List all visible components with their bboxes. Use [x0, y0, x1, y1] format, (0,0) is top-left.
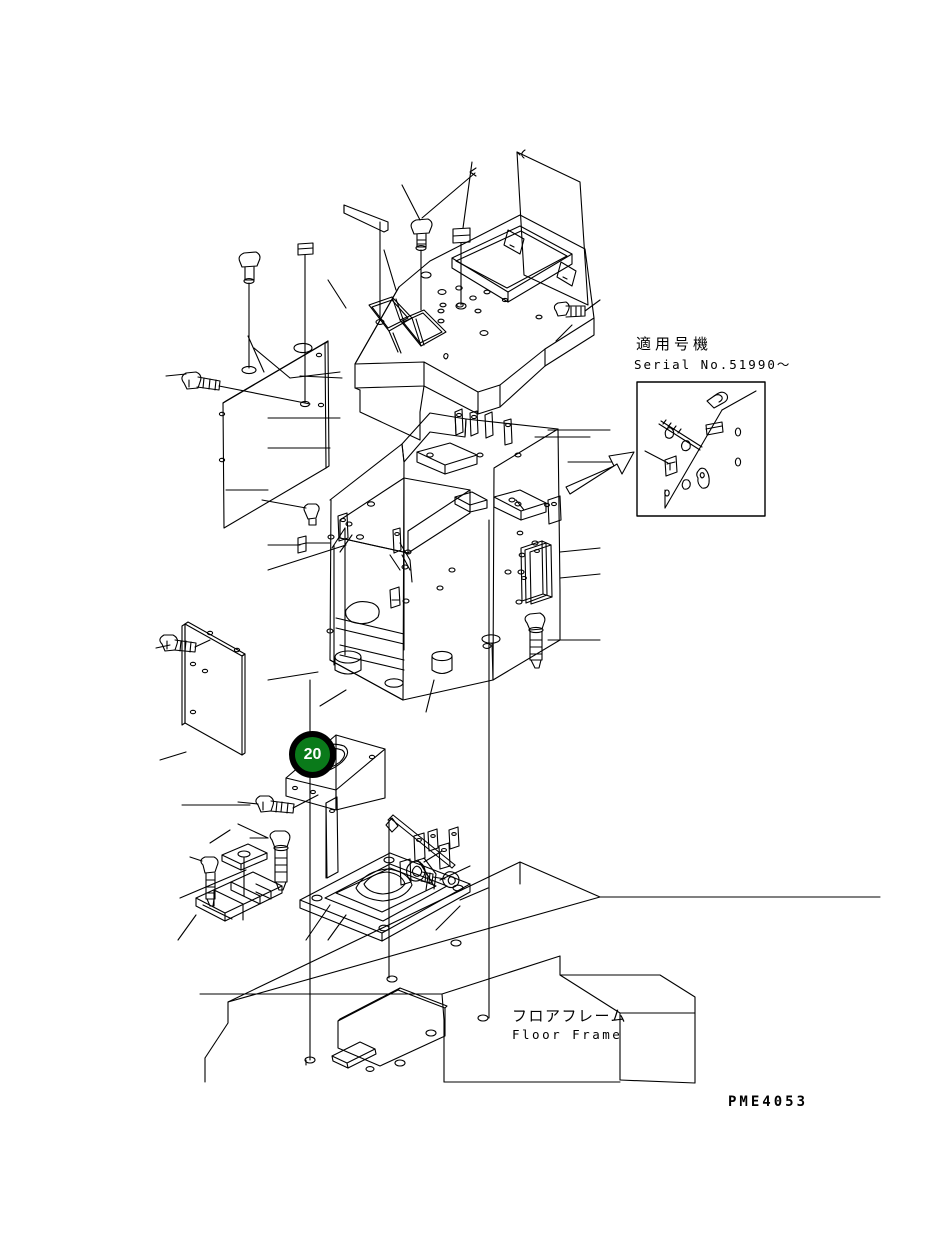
center-base-bolt [237, 823, 291, 891]
right-lower-bolt [524, 612, 546, 669]
serial-note-jp: 適用号機 [636, 335, 713, 353]
console-deck-fasteners [238, 167, 586, 408]
main-box-frame [326, 408, 562, 701]
left-clip-parts [297, 503, 331, 554]
top-console-cover [299, 149, 595, 441]
left-panel-bolt [181, 371, 311, 405]
right-vertical-tabs [427, 826, 460, 852]
detail-view-arrow [565, 451, 635, 495]
linkage-rod [385, 814, 456, 869]
right-bracket-stack [520, 540, 553, 605]
leader-lines [155, 161, 613, 1066]
floor-frame-label-jp: フロアフレーム [512, 1007, 628, 1025]
drawing-code: PME4053 [728, 1094, 809, 1110]
item-20-bolt [181, 794, 319, 814]
serial-note-en: Serial No.51990〜 [634, 357, 792, 372]
bottom-plugs [334, 634, 501, 688]
callout-badge-20[interactable]: 20 [289, 731, 336, 778]
left-lower-bracket [189, 829, 283, 922]
left-side-panel [218, 340, 330, 529]
floor-frame-body [199, 861, 881, 1084]
inset-detail-box [636, 381, 766, 517]
base-mount-plate [299, 796, 471, 942]
bent-panel-bolt [159, 634, 211, 653]
floor-frame-label-en: Floor Frame [512, 1027, 623, 1042]
lower-left-bent-panel [181, 621, 246, 756]
